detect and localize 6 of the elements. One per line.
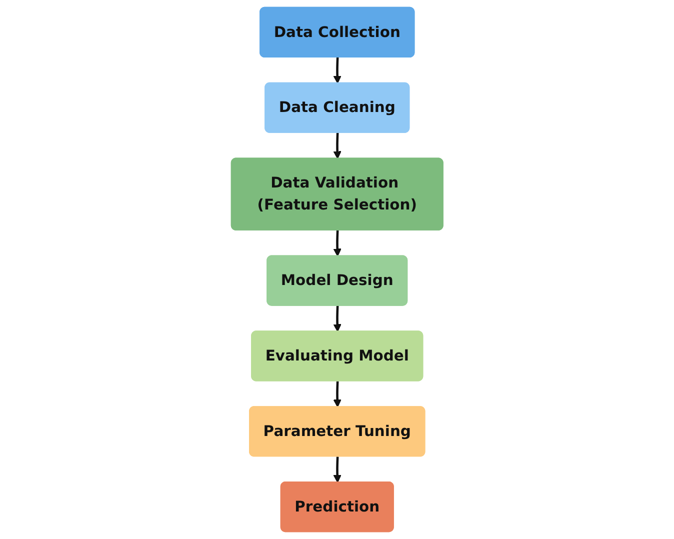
arrow bbox=[333, 57, 342, 84]
arrow bbox=[333, 230, 342, 257]
arrow bbox=[333, 132, 342, 160]
arrow bbox=[333, 456, 342, 483]
arrow bbox=[333, 306, 342, 332]
arrow bbox=[333, 381, 342, 408]
